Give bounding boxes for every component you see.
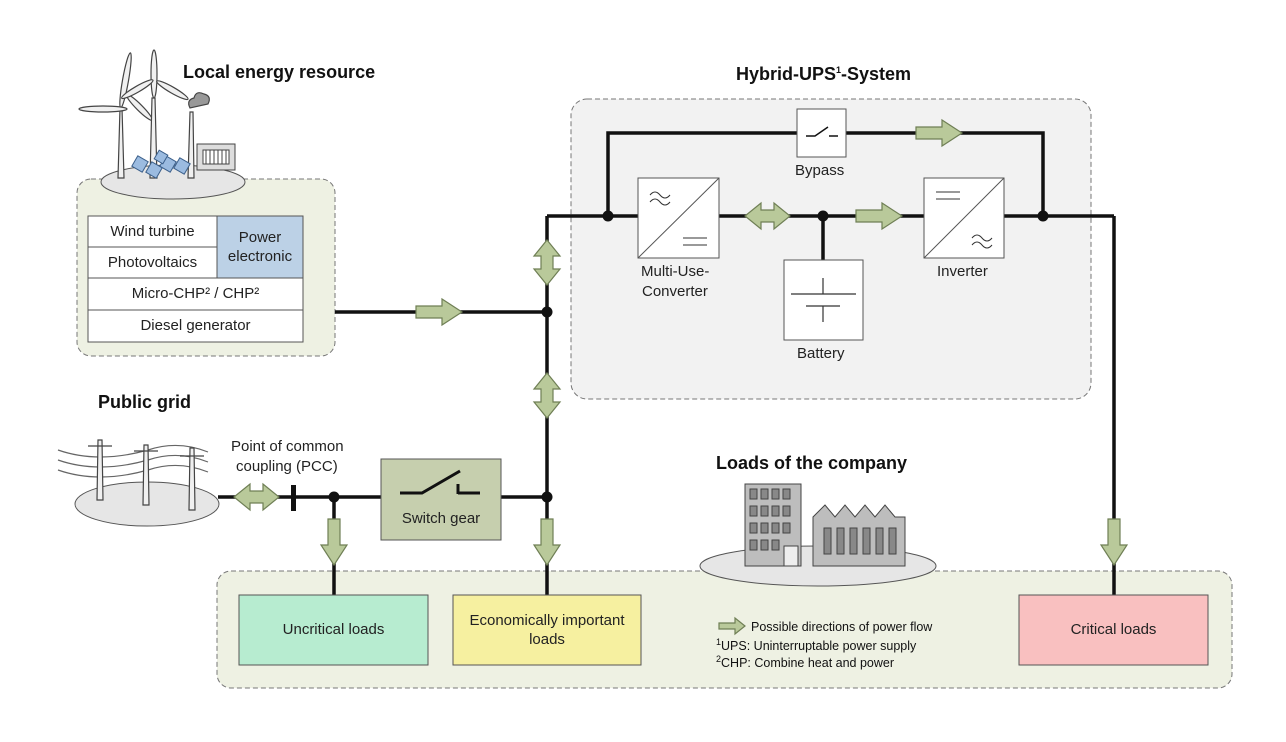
legend-chp-mark: 2: [716, 654, 722, 664]
wind-turbine-cell: Wind turbine: [110, 222, 195, 240]
hybrid-ups-title-main: Hybrid-UPS: [736, 64, 837, 84]
junction-dots: [328, 210, 1049, 503]
pcc-label-line1: Point of common: [231, 438, 344, 455]
diesel-generator-cell: Diesel generator: [140, 317, 251, 335]
legend-chp-text: CHP: Combine heat and power: [721, 656, 895, 671]
loads-title: Loads of the company: [716, 453, 908, 473]
switch-gear[interactable]: [380, 458, 502, 541]
multi-use-converter[interactable]: [637, 177, 720, 259]
photovoltaics-cell: Photovoltaics: [107, 253, 198, 271]
critical-loads-label: Critical loads: [1070, 621, 1157, 639]
bypass-switch[interactable]: [796, 108, 847, 158]
legend-flow: Possible directions of power flow: [751, 620, 933, 634]
bypass-label: Bypass: [795, 162, 845, 179]
chp-cell: Micro-CHP² / CHP²: [131, 285, 260, 303]
hybrid-ups-footnote-mark: 1: [836, 65, 842, 75]
hybrid-ups-title: Hybrid-UPS1-System: [736, 64, 911, 85]
pcc-marker: [291, 485, 296, 511]
economic-loads-label: Economically important loads: [469, 611, 625, 649]
muc-label-line1: Multi-Use-: [641, 263, 710, 280]
hybrid-ups-title-suffix: -System: [841, 64, 912, 84]
switch-gear-label: Switch gear: [401, 510, 481, 528]
local-energy-title: Local energy resource: [183, 62, 376, 82]
inverter-label: Inverter: [937, 263, 988, 280]
pcc-label-line2: coupling (PCC): [236, 458, 338, 475]
factory-icon: [812, 504, 906, 567]
muc-label-line2: Converter: [642, 283, 708, 300]
legend-ups-text: UPS: Uninterruptable power supply: [721, 639, 917, 654]
generator-icon: [196, 143, 236, 171]
legend-chp: 2CHP: Combine heat and power: [716, 654, 894, 670]
battery-label: Battery: [797, 345, 845, 362]
hybrid-ups-group: [570, 98, 1092, 400]
power-line-icon: [57, 439, 209, 511]
economic-loads-box: [452, 594, 642, 666]
uncritical-loads-box: [238, 594, 429, 666]
company-building-icon: [744, 483, 802, 567]
battery[interactable]: [783, 259, 864, 341]
solar-panel-icon: [131, 149, 191, 179]
wind-turbine-icon: [78, 49, 210, 179]
legend-ups-mark: 1: [716, 637, 722, 647]
legend-ups: 1UPS: Uninterruptable power supply: [716, 637, 916, 653]
power-electronic-cell: Power electronic: [227, 228, 293, 266]
public-grid-title: Public grid: [98, 392, 192, 412]
critical-loads-box: [1018, 594, 1209, 666]
uncritical-loads-label: Uncritical loads: [282, 621, 385, 639]
flow-arrows: [233, 119, 1128, 636]
local-resource-table: [87, 215, 304, 343]
inverter[interactable]: [923, 177, 1005, 259]
